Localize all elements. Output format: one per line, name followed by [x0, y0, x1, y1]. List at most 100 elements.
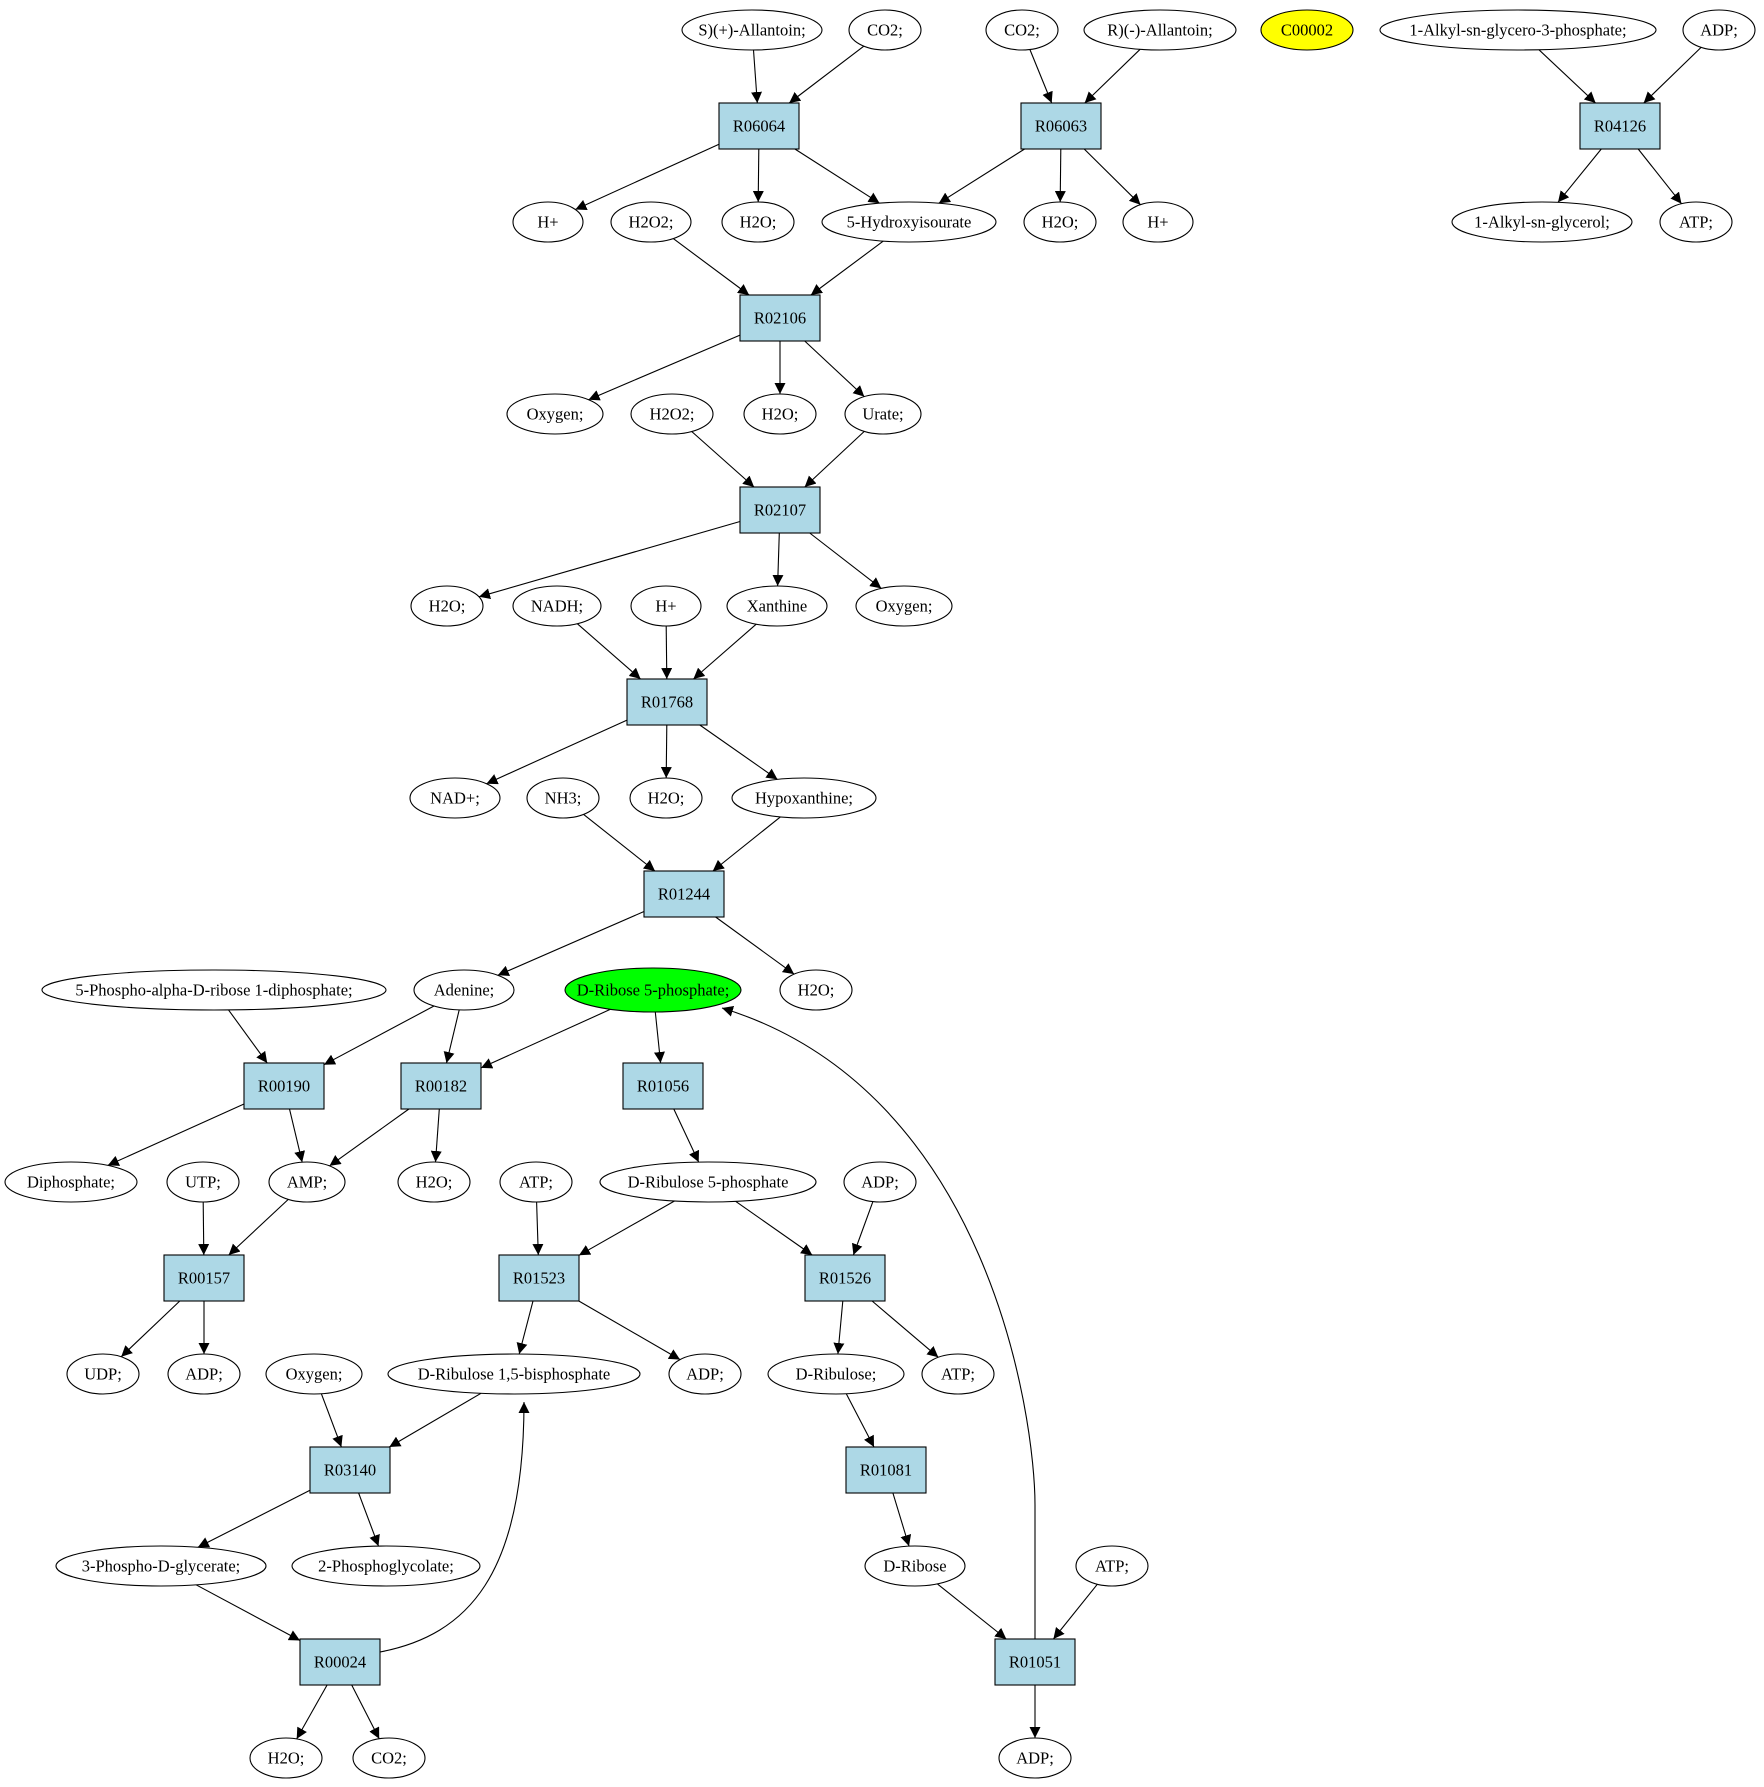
reaction-box [994, 1638, 1076, 1686]
reaction-node-R01051[interactable]: R01051 [994, 1638, 1076, 1686]
node-label: ATP; [1679, 213, 1713, 232]
reaction-node-R01081[interactable]: R01081 [845, 1446, 927, 1494]
compound-node-h2o_f[interactable]: H2O; [779, 969, 853, 1011]
node-label: D-Ribose 5-phosphate; [577, 981, 730, 1000]
node-label: R06063 [1035, 117, 1087, 136]
reaction-node-R00024[interactable]: R00024 [299, 1638, 381, 1686]
compound-node-nadh[interactable]: NADH; [512, 585, 602, 627]
compound-node-h2o_b[interactable]: H2O; [1023, 201, 1097, 243]
reaction-node-R01526[interactable]: R01526 [804, 1254, 886, 1302]
edge-R06063-to-hydroxyisourate [938, 148, 1025, 204]
compound-node-atp_a[interactable]: ATP; [499, 1161, 573, 1203]
reaction-node-R01244[interactable]: R01244 [643, 870, 725, 918]
compound-node-ribose5p[interactable]: D-Ribose 5-phosphate; [564, 967, 742, 1013]
reaction-node-R01768[interactable]: R01768 [626, 678, 708, 726]
compound-node-adp_b[interactable]: ADP; [167, 1353, 241, 1395]
edge-R00190-to-amp [288, 1108, 305, 1163]
node-label: H2O; [416, 1173, 453, 1192]
compound-node-oxygen_a[interactable]: Oxygen; [506, 393, 604, 435]
node-label: ADP; [1016, 1749, 1054, 1768]
compound-node-oxygen_b[interactable]: Oxygen; [855, 585, 953, 627]
compound-node-h2o_h[interactable]: H2O; [249, 1737, 323, 1779]
compound-node-h_plus_c[interactable]: H+ [630, 585, 702, 627]
node-label: Xanthine [747, 597, 807, 616]
compound-node-adp_c[interactable]: ADP; [668, 1353, 742, 1395]
compound-node-diphosphate[interactable]: Diphosphate; [4, 1161, 138, 1203]
compound-ellipse [726, 585, 828, 627]
compound-node-co2_a[interactable]: CO2; [848, 9, 922, 51]
reaction-node-R03140[interactable]: R03140 [309, 1446, 391, 1494]
node-label: R01051 [1009, 1653, 1061, 1672]
node-label: Oxygen; [876, 597, 933, 616]
compound-node-h2o_a[interactable]: H2O; [721, 201, 795, 243]
compound-node-ribulose5p[interactable]: D-Ribulose 5-phosphate [599, 1161, 817, 1203]
compound-node-utp[interactable]: UTP; [166, 1161, 240, 1203]
reaction-box [309, 1446, 391, 1494]
compound-node-r_allantoin[interactable]: R)(-)-Allantoin; [1083, 9, 1237, 51]
compound-node-oxygen_c[interactable]: Oxygen; [265, 1353, 363, 1395]
compound-node-h_plus_a[interactable]: H+ [512, 201, 584, 243]
compound-ellipse [855, 585, 953, 627]
compound-node-atp_c[interactable]: ATP; [1075, 1545, 1149, 1587]
reaction-node-R06064[interactable]: R06064 [718, 102, 800, 150]
compound-node-h2o2_b[interactable]: H2O2; [630, 393, 714, 435]
compound-node-xanthine[interactable]: Xanthine [726, 585, 828, 627]
compound-node-c00002[interactable]: C00002 [1260, 9, 1354, 51]
compound-ellipse [1260, 9, 1354, 51]
reaction-node-R00157[interactable]: R00157 [163, 1254, 245, 1302]
compound-node-udp[interactable]: UDP; [66, 1353, 140, 1395]
reaction-box [643, 870, 725, 918]
compound-node-nad_plus[interactable]: NAD+; [409, 777, 501, 819]
reaction-node-R01056[interactable]: R01056 [622, 1062, 704, 1110]
compound-node-adenine[interactable]: Adenine; [413, 969, 515, 1011]
compound-node-h2o_d[interactable]: H2O; [410, 585, 484, 627]
reaction-node-R00182[interactable]: R00182 [400, 1062, 482, 1110]
compound-node-h2o_e[interactable]: H2O; [629, 777, 703, 819]
reaction-node-R02106[interactable]: R02106 [739, 294, 821, 342]
compound-node-urate[interactable]: Urate; [844, 393, 922, 435]
compound-node-adp_d[interactable]: ADP; [998, 1737, 1072, 1779]
compound-node-ribose[interactable]: D-Ribose [864, 1545, 966, 1587]
node-label: H2O; [740, 213, 777, 232]
compound-node-ribulose[interactable]: D-Ribulose; [767, 1353, 905, 1395]
compound-node-hypoxanthine[interactable]: Hypoxanthine; [731, 777, 877, 819]
compound-ellipse [630, 585, 702, 627]
compound-node-alkyl_glycerol[interactable]: 1-Alkyl-sn-glycerol; [1451, 201, 1633, 243]
compound-node-prpp[interactable]: 5-Phospho-alpha-D-ribose 1-diphosphate; [41, 969, 387, 1011]
compound-node-nh3[interactable]: NH3; [526, 777, 600, 819]
edge-R04126-to-alkyl_glycerol [1557, 148, 1602, 203]
compound-ellipse [767, 1353, 905, 1395]
compound-node-atp_b[interactable]: ATP; [921, 1353, 995, 1395]
compound-node-pga[interactable]: 3-Phospho-D-glycerate; [55, 1545, 267, 1587]
compound-node-co2_c[interactable]: CO2; [352, 1737, 426, 1779]
compound-node-phosphoglycolate[interactable]: 2-Phosphoglycolate; [291, 1545, 481, 1587]
reaction-node-R02107[interactable]: R02107 [739, 486, 821, 534]
compound-node-h2o2_a[interactable]: H2O2; [610, 201, 692, 243]
compound-node-atp_top[interactable]: ATP; [1659, 201, 1733, 243]
compound-ellipse [998, 1737, 1072, 1779]
reaction-node-R06063[interactable]: R06063 [1020, 102, 1102, 150]
compound-node-rubp[interactable]: D-Ribulose 1,5-bisphosphate [387, 1353, 641, 1395]
compound-node-adp_a[interactable]: ADP; [843, 1161, 917, 1203]
edge-pga-to-R00024 [195, 1584, 301, 1641]
reaction-node-R00190[interactable]: R00190 [243, 1062, 325, 1110]
reaction-node-R04126[interactable]: R04126 [1579, 102, 1661, 150]
edge-R02107-to-xanthine [772, 532, 784, 587]
compound-node-h_plus_b[interactable]: H+ [1122, 201, 1194, 243]
compound-node-s_allantoin[interactable]: S)(+)-Allantoin; [681, 9, 823, 51]
reaction-node-R01523[interactable]: R01523 [498, 1254, 580, 1302]
edge-R00182-to-h2o_g [430, 1108, 442, 1163]
edge-R03140-to-pga [197, 1489, 311, 1548]
reaction-box [400, 1062, 482, 1110]
compound-node-h2o_c[interactable]: H2O; [743, 393, 817, 435]
node-label: AMP; [287, 1173, 327, 1192]
compound-node-hydroxyisourate[interactable]: 5-Hydroxyisourate [821, 201, 997, 243]
compound-node-co2_b[interactable]: CO2; [985, 9, 1059, 51]
compound-ellipse [629, 777, 703, 819]
compound-node-amp[interactable]: AMP; [268, 1161, 346, 1203]
compound-node-adp_top[interactable]: ADP; [1682, 9, 1756, 51]
compound-node-alkyl_g3p[interactable]: 1-Alkyl-sn-glycero-3-phosphate; [1379, 9, 1657, 51]
edge-R01526-to-atp_b [871, 1300, 939, 1358]
compound-node-h2o_g[interactable]: H2O; [397, 1161, 471, 1203]
